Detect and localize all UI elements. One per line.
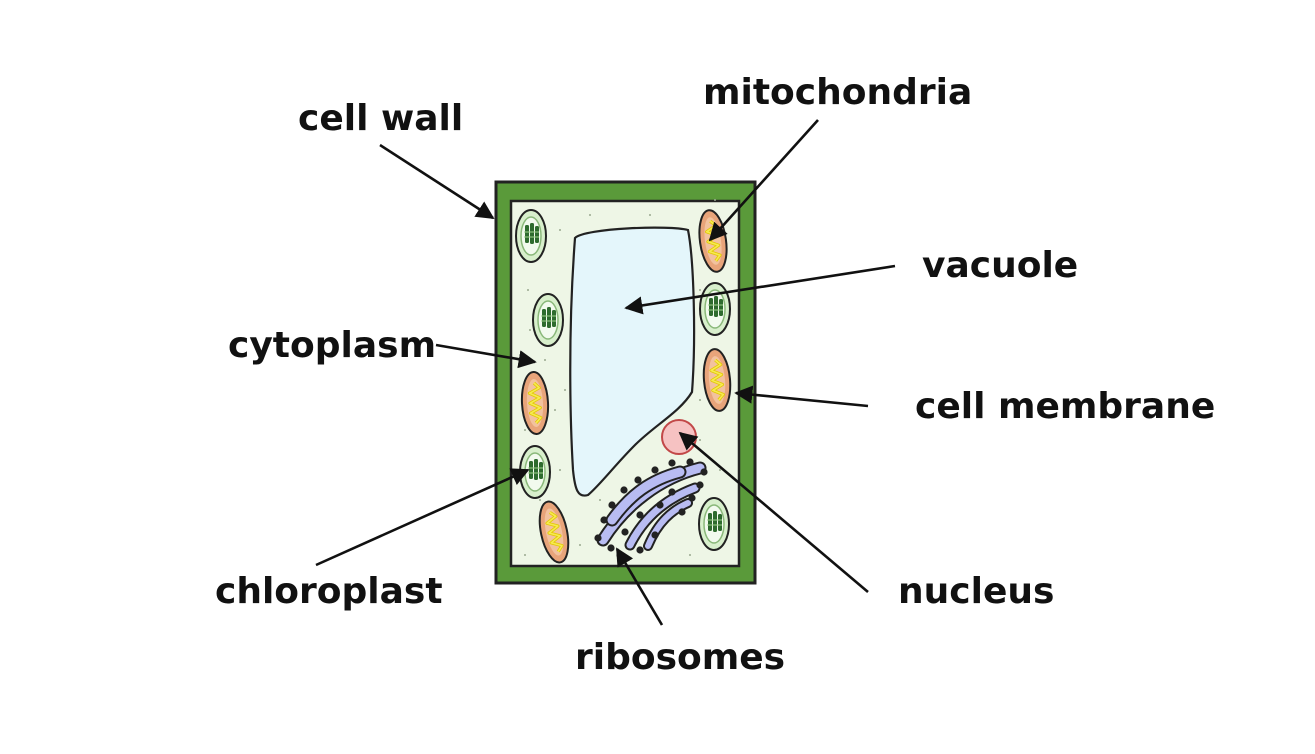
arrow-mitochondria (708, 119, 819, 242)
arrow-cell-wall (379, 143, 495, 220)
chloroplast (532, 293, 564, 347)
label-vacuole: vacuole (922, 245, 1078, 286)
arrow-nucleus (678, 431, 869, 593)
label-cell-wall: cell wall (298, 98, 463, 139)
label-nucleus: nucleus (898, 571, 1054, 612)
chloroplast (699, 282, 731, 336)
chloroplast (698, 497, 730, 551)
label-chloroplast: chloroplast (215, 571, 443, 612)
label-cytoplasm: cytoplasm (228, 325, 436, 366)
label-mitochondria: mitochondria (703, 72, 972, 113)
arrow-cytoplasm (435, 343, 537, 369)
arrow-ribosomes (615, 547, 664, 626)
label-cell-membrane: cell membrane (915, 386, 1215, 427)
label-ribosomes: ribosomes (575, 637, 785, 678)
arrow-cell-membrane (734, 385, 869, 408)
chloroplast (515, 209, 547, 263)
vacuole (569, 226, 696, 497)
arrow-chloroplast (315, 468, 530, 567)
nucleus (661, 419, 697, 455)
arrow-vacuole (624, 264, 896, 315)
rough-er-with-ribosomes (594, 458, 708, 559)
